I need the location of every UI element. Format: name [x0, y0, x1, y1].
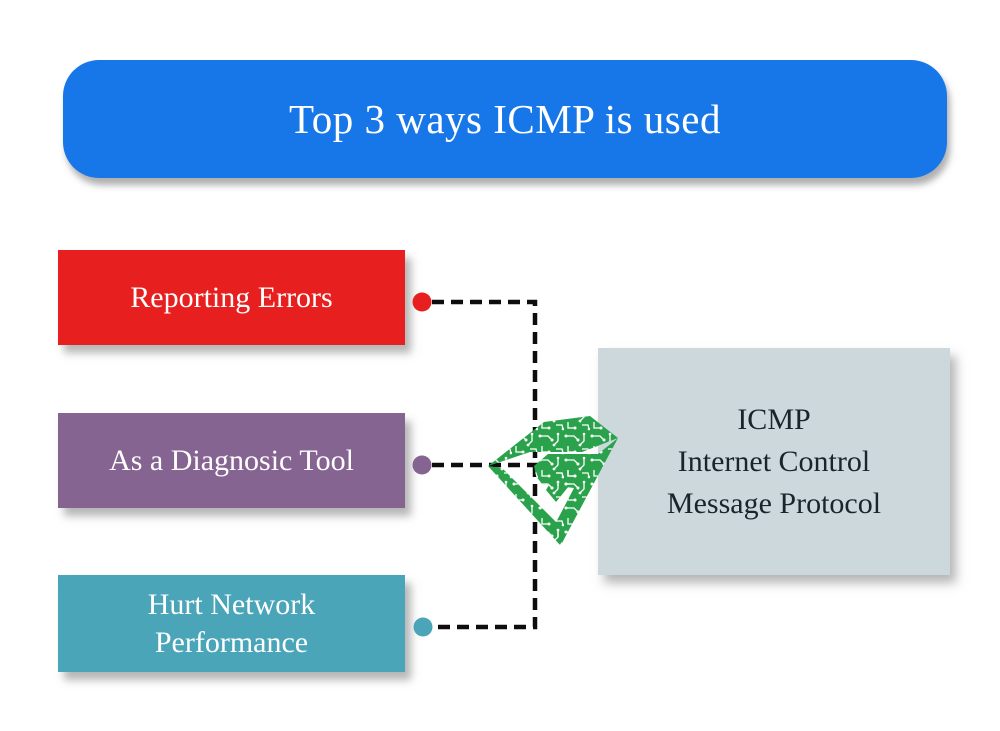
logo-circuit-texture — [488, 416, 618, 545]
connector-dot-hurt-network — [413, 617, 433, 637]
icmp-definition-box: ICMP Internet Control Message Protocol — [598, 348, 950, 575]
item-label-hurt-network-performance: Hurt Network Performance — [147, 588, 316, 659]
connector-dot-diagnosic-tool — [412, 455, 432, 475]
icmp-acronym: ICMP — [737, 402, 811, 436]
circuit-diamond-logo — [488, 416, 618, 545]
connector-dot-reporting-errors — [412, 292, 432, 312]
icmp-name-line2: Message Protocol — [666, 486, 882, 520]
item-label-reporting-errors: Reporting Errors — [130, 280, 333, 314]
item-box-hurt-network-performance: Hurt Network Performance — [58, 575, 405, 672]
icmp-name-line1: Internet Control — [677, 444, 871, 478]
page-title: Top 3 ways ICMP is used — [289, 96, 721, 142]
item-box-reporting-errors: Reporting Errors — [58, 250, 405, 345]
item-label-diagnosic-tool: As a Diagnosic Tool — [109, 443, 354, 477]
title-banner: Top 3 ways ICMP is used — [63, 60, 947, 178]
item-box-diagnosic-tool: As a Diagnosic Tool — [58, 413, 405, 508]
